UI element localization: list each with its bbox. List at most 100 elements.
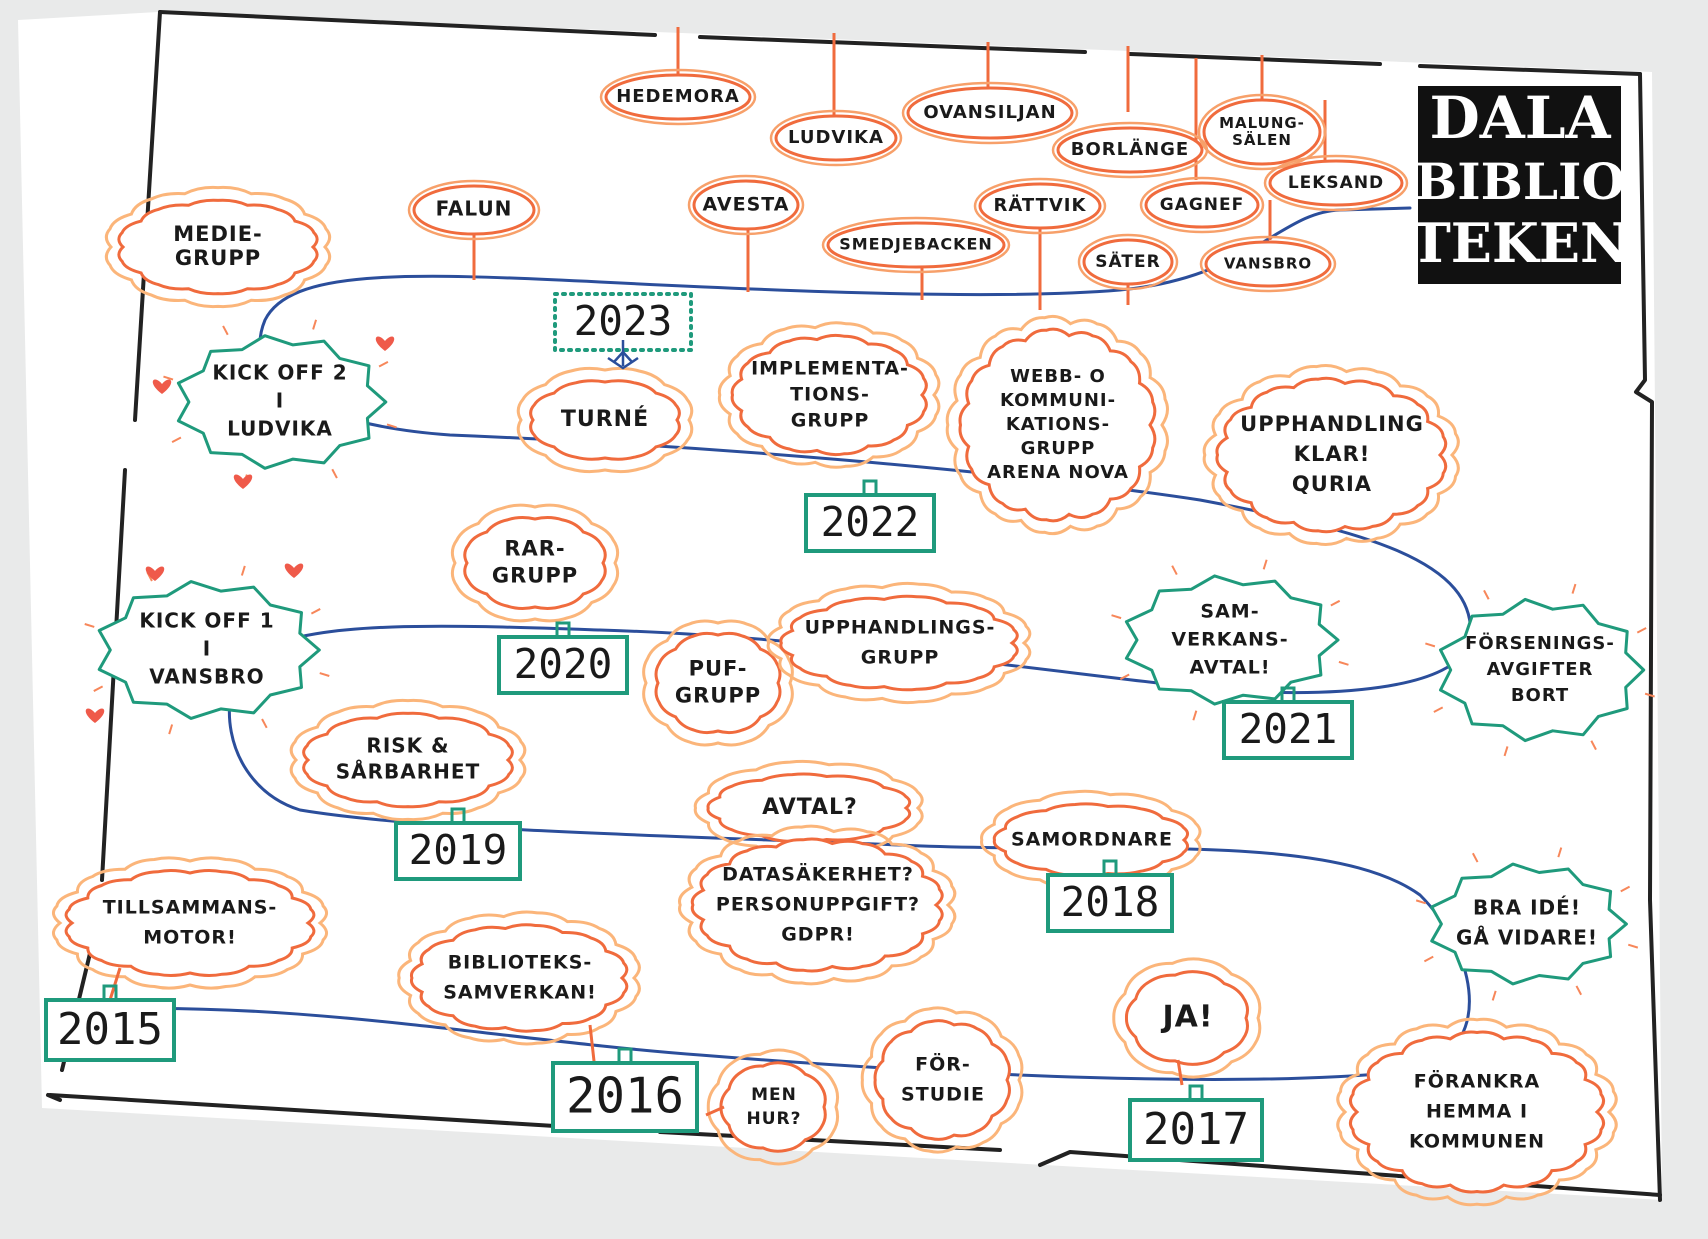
svg-text:DALA: DALA	[1429, 84, 1611, 152]
year-2020: 2020	[497, 621, 629, 695]
svg-text:KOMMUNEN: KOMMUNEN	[1409, 1131, 1545, 1153]
svg-text:BRA IDÉ!: BRA IDÉ!	[1473, 896, 1581, 920]
svg-text:QURIA: QURIA	[1292, 472, 1372, 496]
svg-text:KICK OFF 2: KICK OFF 2	[212, 361, 347, 385]
svg-text:WEBB- O: WEBB- O	[1010, 366, 1106, 387]
svg-text:VANSBRO: VANSBRO	[149, 665, 264, 689]
svg-text:HEDEMORA: HEDEMORA	[616, 86, 740, 107]
svg-text:GRUPP: GRUPP	[675, 684, 761, 708]
year-2017: 2017	[1128, 1084, 1264, 1162]
municipality-gagnef: GAGNEF	[1139, 176, 1265, 234]
svg-text:I: I	[276, 389, 284, 413]
svg-text:SAMVERKAN!: SAMVERKAN!	[443, 982, 597, 1004]
cloud-risk-sarbarhet: RISK &SÅRBARHET	[289, 698, 527, 822]
svg-text:SAMORDNARE: SAMORDNARE	[1011, 829, 1173, 851]
svg-text:BIBLIOTEKS-: BIBLIOTEKS-	[448, 952, 593, 974]
svg-text:GRUPP: GRUPP	[492, 564, 578, 588]
svg-text:MOTOR!: MOTOR!	[143, 927, 236, 949]
cloud-biblioteks-samverkan: BIBLIOTEKS- SAMVERKAN!	[397, 910, 641, 1046]
svg-text:STUDIE: STUDIE	[901, 1084, 985, 1106]
svg-text:GAGNEF: GAGNEF	[1160, 195, 1245, 215]
svg-text:KOMMUNI-: KOMMUNI-	[1000, 390, 1116, 411]
svg-text:RAR-: RAR-	[504, 537, 565, 561]
svg-text:2020: 2020	[514, 640, 613, 688]
svg-text:2017: 2017	[1143, 1104, 1249, 1155]
svg-text:ARENA NOVA: ARENA NOVA	[987, 462, 1129, 483]
svg-text:VERKANS-: VERKANS-	[1171, 629, 1288, 651]
year-2019: 2019	[394, 807, 522, 881]
svg-text:BORT: BORT	[1511, 685, 1569, 706]
svg-text:FÖR-: FÖR-	[915, 1052, 971, 1076]
municipality-ludvika: LUDVIKA	[769, 109, 903, 167]
municipality-falun: FALUN	[407, 179, 541, 241]
svg-text:2018: 2018	[1061, 878, 1160, 926]
svg-text:UPPHANDLING: UPPHANDLING	[1240, 412, 1424, 436]
year-2022: 2022	[804, 479, 936, 553]
svg-text:AVTAL?: AVTAL?	[762, 795, 858, 820]
svg-text:MEN: MEN	[751, 1085, 797, 1105]
municipality-rattvik: RÄTTVIK	[973, 177, 1107, 235]
svg-text:FÖRANKRA: FÖRANKRA	[1414, 1069, 1540, 1093]
svg-text:AVGIFTER: AVGIFTER	[1487, 659, 1594, 680]
svg-text:KATIONS-: KATIONS-	[1006, 414, 1110, 435]
municipality-avesta: AVESTA	[687, 174, 805, 236]
svg-text:KICK OFF 1: KICK OFF 1	[139, 609, 274, 633]
svg-text:TEKEN: TEKEN	[1411, 211, 1630, 275]
heart-icons	[85, 336, 395, 723]
svg-text:OVANSILJAN: OVANSILJAN	[923, 102, 1056, 123]
svg-text:TIONS-: TIONS-	[790, 384, 870, 406]
cloud-medie-grupp: MEDIE-GRUPP	[104, 185, 332, 309]
svg-text:DATASÄKERHET?: DATASÄKERHET?	[722, 862, 914, 886]
cloud-upphandlings-grupp: UPPHANDLINGS-GRUPP	[766, 581, 1032, 705]
municipality-leksand: LEKSAND	[1263, 154, 1409, 212]
speech-tail	[705, 1105, 725, 1117]
svg-text:2015: 2015	[57, 1004, 163, 1055]
svg-text:FALUN: FALUN	[436, 197, 513, 221]
municipality-sater: SÄTER	[1077, 233, 1179, 291]
svg-text:VANSBRO: VANSBRO	[1224, 255, 1312, 273]
burst-sam-verkans-avtal: SAM- VERKANS- AVTAL!	[1111, 559, 1349, 721]
svg-text:MEDIE-: MEDIE-	[173, 222, 263, 246]
svg-text:TURNÉ: TURNÉ	[561, 406, 649, 432]
svg-text:IMPLEMENTA-: IMPLEMENTA-	[751, 358, 909, 380]
svg-text:AVESTA: AVESTA	[703, 194, 790, 216]
svg-text:SÄTER: SÄTER	[1095, 250, 1160, 272]
svg-text:AVTAL!: AVTAL!	[1189, 657, 1270, 679]
burst-bra-ide-ga-vidare: BRA IDÉ! GÅ VIDARE!	[1415, 847, 1639, 1001]
svg-text:GRUPP: GRUPP	[175, 246, 261, 270]
cloud-ja: JA!	[1112, 957, 1262, 1079]
svg-text:GDPR!: GDPR!	[781, 924, 855, 946]
cloud-turne: TURNÉ	[516, 366, 694, 474]
year-2021: 2021	[1222, 686, 1354, 760]
svg-text:2019: 2019	[409, 826, 508, 874]
cloud-datasakerhet-personuppgift-gdpr: DATASÄKERHET? PERSONUPPGIFT? GDPR!	[678, 824, 957, 986]
svg-text:LUDVIKA: LUDVIKA	[788, 127, 884, 148]
svg-text:SAM-: SAM-	[1200, 601, 1259, 623]
year-2016: 2016	[551, 1047, 699, 1133]
speech-tail	[108, 967, 122, 1001]
svg-text:JA!: JA!	[1160, 1000, 1213, 1035]
svg-text:2021: 2021	[1239, 705, 1338, 753]
svg-text:LEKSAND: LEKSAND	[1288, 173, 1384, 193]
cloud-tillsammans-motor: TILLSAMMANS-MOTOR!	[51, 856, 329, 990]
svg-text:SMEDJEBACKEN: SMEDJEBACKEN	[839, 235, 993, 254]
municipality-borlange: BORLÄNGE	[1051, 121, 1209, 179]
municipality-ovals: HEDEMORA LUDVIKA OVANSILJAN BORLÄNGE MALUNG-…	[407, 68, 1409, 293]
municipality-malung-salen: MALUNG-SÄLEN	[1197, 93, 1327, 171]
svg-text:PERSONUPPGIFT?: PERSONUPPGIFT?	[716, 894, 920, 916]
svg-text:GRUPP: GRUPP	[861, 647, 940, 669]
svg-text:RISK &: RISK &	[366, 734, 449, 758]
municipality-ovansiljan: OVANSILJAN	[901, 81, 1079, 145]
svg-text:GÅ VIDARE!: GÅ VIDARE!	[1456, 926, 1598, 950]
svg-text:PUF-: PUF-	[689, 657, 748, 681]
svg-text:HUR?: HUR?	[747, 1109, 802, 1129]
svg-text:FÖRSENINGS-: FÖRSENINGS-	[1465, 632, 1615, 654]
svg-text:BORLÄNGE: BORLÄNGE	[1071, 138, 1189, 160]
svg-text:SÅRBARHET: SÅRBARHET	[336, 760, 480, 784]
